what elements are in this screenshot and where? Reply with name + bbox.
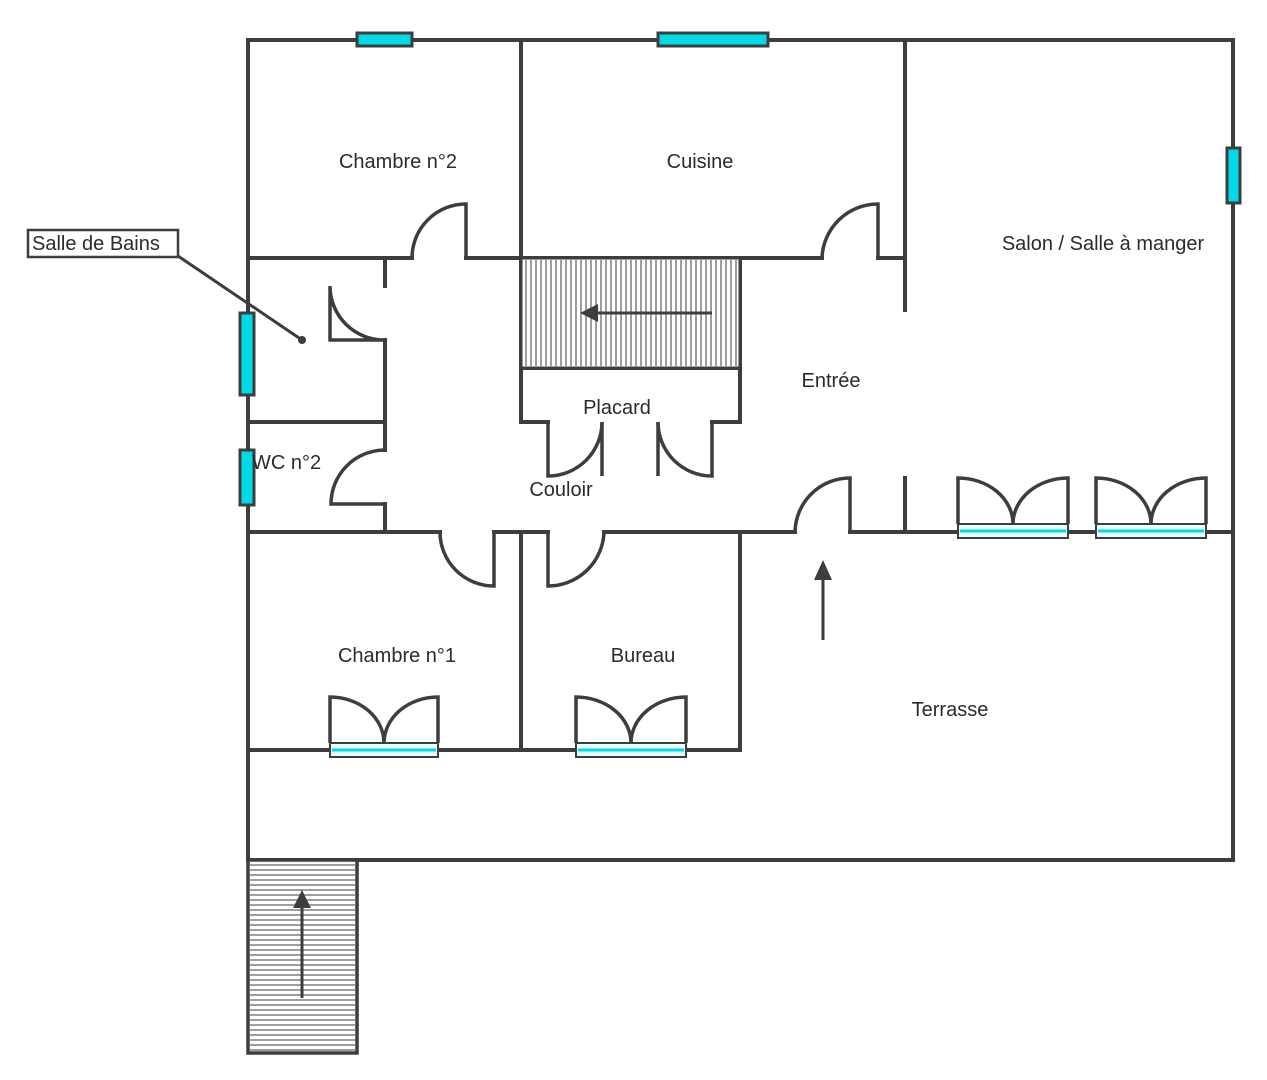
interior-walls bbox=[246, 38, 1235, 752]
french-windows bbox=[328, 476, 1208, 758]
label-salle-de-bains: Salle de Bains bbox=[32, 233, 160, 255]
label-wc-2: WC n°2 bbox=[252, 452, 321, 474]
room-labels: Chambre n°2 Cuisine Salon / Salle à mang… bbox=[252, 151, 1205, 721]
interior-staircase bbox=[519, 256, 742, 370]
label-couloir: Couloir bbox=[529, 479, 593, 501]
windows bbox=[238, 31, 1242, 507]
label-terrasse: Terrasse bbox=[912, 699, 989, 721]
label-entree: Entrée bbox=[802, 370, 861, 392]
doors bbox=[328, 202, 880, 588]
label-cuisine: Cuisine bbox=[667, 151, 734, 173]
exterior-staircase bbox=[246, 858, 359, 1055]
callout-salle-de-bains: Salle de Bains bbox=[26, 228, 306, 344]
label-salon: Salon / Salle à manger bbox=[1002, 233, 1205, 255]
entry-arrow bbox=[814, 560, 832, 640]
label-chambre-1: Chambre n°1 bbox=[338, 645, 456, 667]
label-placard: Placard bbox=[583, 397, 651, 419]
label-bureau: Bureau bbox=[611, 645, 676, 667]
label-chambre-2: Chambre n°2 bbox=[339, 151, 457, 173]
